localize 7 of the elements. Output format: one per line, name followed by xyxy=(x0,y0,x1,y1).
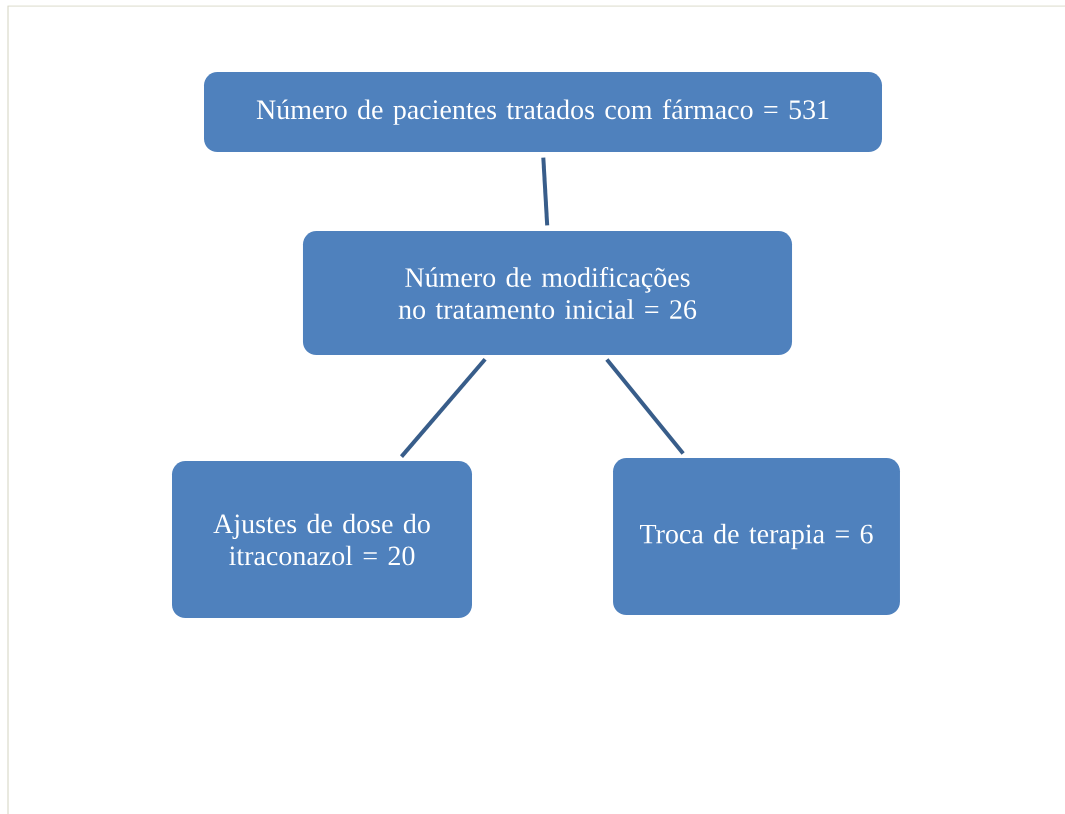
process-box: Ajustes de dose do itraconazol = 20 xyxy=(172,460,472,619)
connector-line xyxy=(605,358,685,455)
process-box: Troca de terapia = 6 xyxy=(613,457,900,616)
process-box: Número de modificações no tratamento inicial = 26 xyxy=(302,231,793,355)
connector-line xyxy=(399,358,487,458)
connector-line xyxy=(541,157,550,226)
process-box: Número de pacientes tratados com fármaco = 531 xyxy=(204,72,882,152)
